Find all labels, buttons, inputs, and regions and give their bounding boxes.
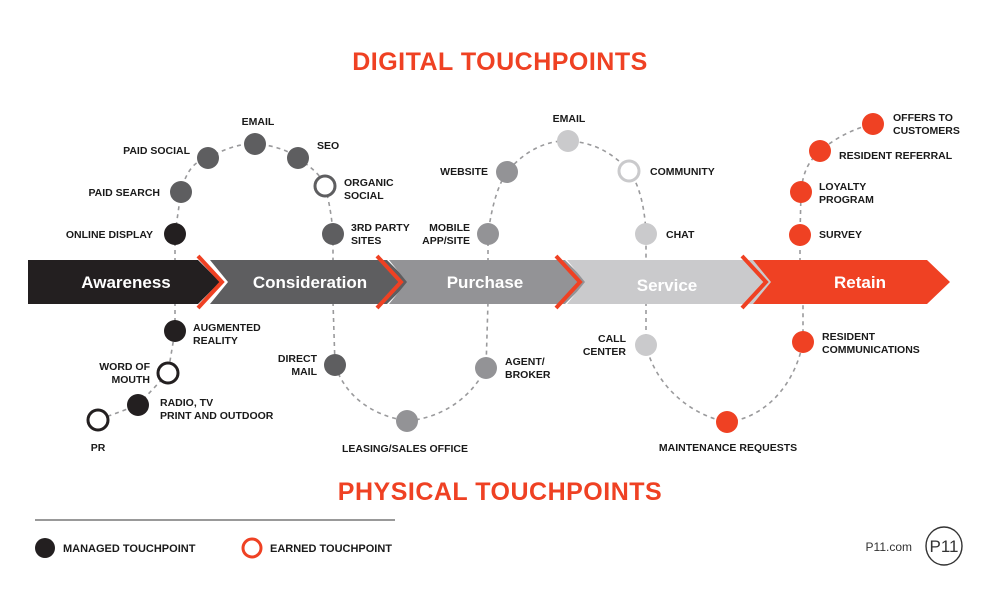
touchpoint-online-display-node [164, 223, 186, 245]
stage-chevron-1 [196, 254, 225, 310]
digital-touchpoints-title: DIGITAL TOUCHPOINTS [352, 48, 648, 76]
label-augmented-reality-line1: AUGMENTED [193, 322, 261, 334]
label-offers-line1: OFFERS TO [893, 112, 953, 124]
brand-logo-ring [925, 526, 963, 566]
label-direct-mail-line1: DIRECT [278, 353, 318, 365]
label-call-center-line2: CENTER [583, 346, 627, 358]
touchpoint-resident-communications-node [792, 331, 814, 353]
label-augmented-reality-line2: REALITY [193, 335, 238, 347]
touchpoint-agent-broker-node [475, 357, 497, 379]
label-organic-social-line2: SOCIAL [344, 190, 384, 202]
legend-managed-label: MANAGED TOUCHPOINT [63, 543, 196, 555]
stage-retain-label: Retain [834, 273, 886, 292]
brand: P11.com P11 [866, 526, 963, 566]
touchpoint-loyalty-program-node [790, 181, 812, 203]
label-loyalty-program-line1: LOYALTY [819, 181, 866, 193]
touchpoint-paid-social-node [197, 147, 219, 169]
label-word-of-mouth-line2: MOUTH [112, 374, 151, 386]
label-mobile-app-line2: APP/SITE [422, 235, 470, 247]
label-radio-tv-line2: PRINT AND OUTDOOR [160, 410, 274, 422]
stage-service-label: Service [637, 276, 698, 295]
touchpoint-paid-search-node [170, 181, 192, 203]
brand-logo-text: P11 [930, 537, 959, 556]
touchpoint-organic-social-node [313, 174, 337, 198]
label-direct-mail-line2: MAIL [291, 366, 317, 378]
label-word-of-mouth-line1: WORD OF [99, 361, 150, 373]
legend-managed-icon [35, 538, 55, 558]
touchpoint-radio-tv-node [127, 394, 149, 416]
label-email: EMAIL [242, 116, 275, 128]
label-email-service: EMAIL [553, 113, 586, 125]
stage-purchase-arrow [389, 260, 587, 304]
touchpoint-leasing-office-node [396, 410, 418, 432]
physical-touchpoints-title: PHYSICAL TOUCHPOINTS [337, 478, 663, 506]
stage-awareness-label: Awareness [81, 273, 170, 292]
journey-stages: Awareness Consideration Purchase Service… [28, 254, 950, 310]
label-resident-referral: RESIDENT REFERRAL [839, 150, 953, 162]
label-3rd-party-sites-line2: SITES [351, 235, 381, 247]
touchpoint-chat-node [635, 223, 657, 245]
stage-purchase-label: Purchase [447, 273, 524, 292]
label-resident-communications-line1: RESIDENT [822, 331, 876, 343]
label-offers-line2: CUSTOMERS [893, 125, 960, 137]
legend-earned-label: EARNED TOUCHPOINT [270, 543, 392, 555]
label-online-display: ONLINE DISPLAY [66, 229, 153, 241]
label-agent-broker-line2: BROKER [505, 369, 551, 381]
stage-service-arrow [567, 260, 784, 304]
label-3rd-party-sites-line1: 3RD PARTY [351, 222, 410, 234]
label-paid-search: PAID SEARCH [88, 187, 160, 199]
touchpoint-email-node [244, 133, 266, 155]
touchpoint-call-center-node [635, 334, 657, 356]
label-loyalty-program-line2: PROGRAM [819, 194, 874, 206]
service-retain-loop [645, 302, 804, 423]
touchpoint-augmented-reality-node [164, 320, 186, 342]
stage-awareness-arrow [28, 260, 220, 304]
label-call-center-line1: CALL [598, 333, 627, 345]
legend: MANAGED TOUCHPOINT EARNED TOUCHPOINT [35, 519, 395, 559]
label-mobile-app-line1: MOBILE [429, 222, 470, 234]
touchpoint-mobile-app-node [477, 223, 499, 245]
label-survey: SURVEY [819, 229, 862, 241]
touchpoint-survey-node [789, 224, 811, 246]
consideration-purchase-loop [332, 301, 489, 422]
purchase-service-loop [487, 140, 647, 262]
touchpoint-resident-referral-node [809, 140, 831, 162]
touchpoint-3rd-party-sites-node [322, 223, 344, 245]
legend-earned-icon [241, 537, 263, 559]
label-organic-social-line1: ORGANIC [344, 177, 394, 189]
touchpoint-offers-node [862, 113, 884, 135]
touchpoint-pr-node [86, 408, 110, 432]
label-radio-tv-line1: RADIO, TV [160, 397, 213, 409]
touchpoint-word-of-mouth-node [156, 361, 180, 385]
touchpoint-maintenance-requests-node [716, 411, 738, 433]
label-seo: SEO [317, 140, 339, 152]
label-chat: CHAT [666, 229, 695, 241]
label-website: WEBSITE [440, 166, 488, 178]
stage-chevron-4 [740, 254, 769, 310]
label-maintenance-requests: MAINTENANCE REQUESTS [659, 442, 797, 454]
stage-consideration-label: Consideration [253, 273, 367, 292]
stage-retain-arrow [753, 260, 950, 304]
touchpoint-seo-node [287, 147, 309, 169]
touchpoint-email-service-node [557, 130, 579, 152]
stage-chevron-2 [375, 254, 404, 310]
label-pr: PR [91, 442, 106, 454]
touchpoint-direct-mail-node [324, 354, 346, 376]
label-agent-broker-line1: AGENT/ [505, 356, 545, 368]
touchpoint-community-node [617, 159, 641, 183]
touchpoint-nodes [86, 113, 884, 433]
stage-consideration-arrow [210, 260, 409, 304]
label-leasing-office: LEASING/SALES OFFICE [342, 443, 468, 455]
label-paid-social: PAID SOCIAL [123, 145, 190, 157]
touchpoint-labels: ONLINE DISPLAY PAID SEARCH PAID SOCIAL E… [66, 112, 960, 455]
touchpoint-website-node [496, 161, 518, 183]
brand-url: P11.com [866, 540, 912, 554]
label-resident-communications-line2: COMMUNICATIONS [822, 344, 920, 356]
label-community: COMMUNITY [650, 166, 715, 178]
stage-chevron-3 [554, 254, 583, 310]
